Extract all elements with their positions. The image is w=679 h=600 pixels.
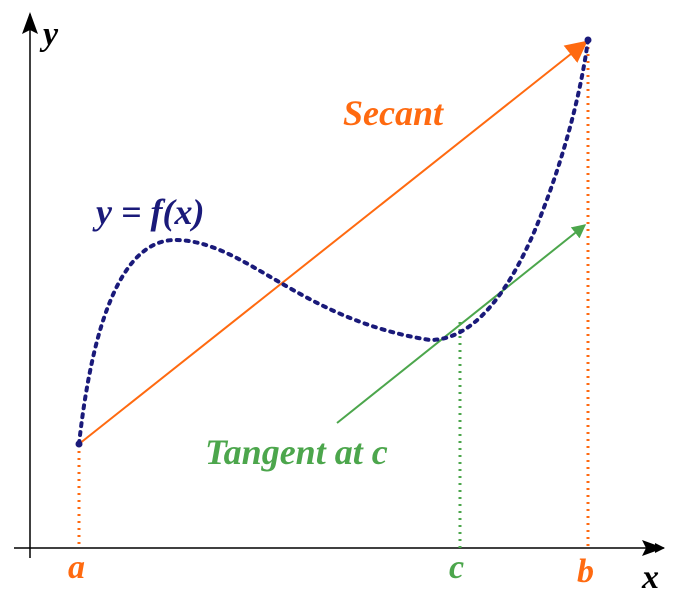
point-b-label: b xyxy=(577,553,594,590)
secant-line xyxy=(78,40,588,445)
tangent-label: Tangent at c xyxy=(205,432,388,472)
x-axis-arrowhead xyxy=(642,540,664,556)
tangent-line xyxy=(336,224,587,424)
curve-f xyxy=(77,38,590,446)
secant-label: Secant xyxy=(343,93,444,133)
y-axis-arrowhead xyxy=(22,12,38,34)
point-b-dot xyxy=(584,36,592,44)
y-axis-label: y xyxy=(39,16,59,53)
point-c-label: c xyxy=(449,549,464,586)
point-a-label: a xyxy=(68,549,85,586)
point-a-dot xyxy=(75,440,83,448)
curve-label: y = f(x) xyxy=(92,192,204,232)
x-axis-label: x xyxy=(641,559,659,596)
